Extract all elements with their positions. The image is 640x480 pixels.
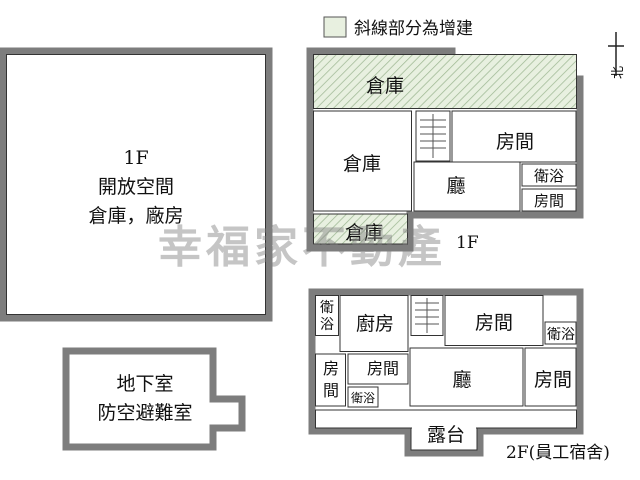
- plan-1f: 倉庫 倉庫 房間 廳 衛浴 房間 倉庫 1F: [306, 47, 584, 253]
- floor-1f-label: 1F: [456, 233, 479, 253]
- stairs-2f: [410, 295, 444, 336]
- room-1f-label: 房間: [496, 131, 534, 153]
- watermark: 幸福家不動產: [158, 222, 446, 273]
- building-1f: 1F 開放空間 倉庫，廠房: [0, 47, 273, 322]
- bath-mid-2f-label: 衛浴: [351, 391, 375, 405]
- building-1f-line3: 倉庫，廠房: [88, 204, 183, 227]
- kitchen-2f-label: 廚房: [356, 312, 394, 335]
- room-small-2f-label1: 房: [323, 359, 339, 378]
- storage-bottom-hatched: [313, 213, 408, 245]
- stairs-1f: [415, 110, 451, 162]
- building-1f-line2: 開放空間: [98, 176, 174, 198]
- compass-label: 北: [611, 66, 626, 79]
- bath-left-2f-label1: 衛: [320, 300, 334, 316]
- small-room-1f-label: 房間: [534, 192, 564, 210]
- room-top-2f-label: 房間: [475, 312, 513, 334]
- plan-2f: 衛 浴 廚房 房間 衛浴 房 間 房間 衛浴 廳: [308, 288, 610, 463]
- bath-1f-label: 衛浴: [534, 167, 564, 185]
- basement-line1: 地下室: [116, 373, 173, 395]
- building-1f-line1: 1F: [123, 147, 148, 169]
- basement: 地下室 防空避難室: [62, 347, 246, 451]
- basement-line2: 防空避難室: [97, 402, 192, 424]
- floor-2f-label: 2F(員工宿舍): [506, 443, 610, 463]
- room-mid-2f-label: 房間: [367, 359, 399, 378]
- hall-1f-label: 廳: [446, 175, 465, 197]
- hall-2f-label: 廳: [452, 369, 471, 391]
- bath-right-2f-label: 衛浴: [547, 327, 575, 343]
- storage-top-hatched: [313, 54, 577, 109]
- legend-text: 斜線部分為增建: [354, 19, 473, 39]
- legend: 斜線部分為增建: [323, 16, 473, 39]
- storage-bottom-label: 倉庫: [345, 222, 383, 244]
- legend-swatch: [323, 16, 347, 38]
- terrace-2f-label: 露台: [427, 424, 465, 446]
- storage-left-label: 倉庫: [343, 153, 381, 175]
- room-right-2f-label: 房間: [534, 369, 572, 391]
- compass: 北: [608, 32, 626, 79]
- bath-left-2f-label2: 浴: [320, 317, 334, 333]
- room-small-2f-label2: 間: [323, 381, 339, 400]
- storage-top-label: 倉庫: [366, 75, 404, 97]
